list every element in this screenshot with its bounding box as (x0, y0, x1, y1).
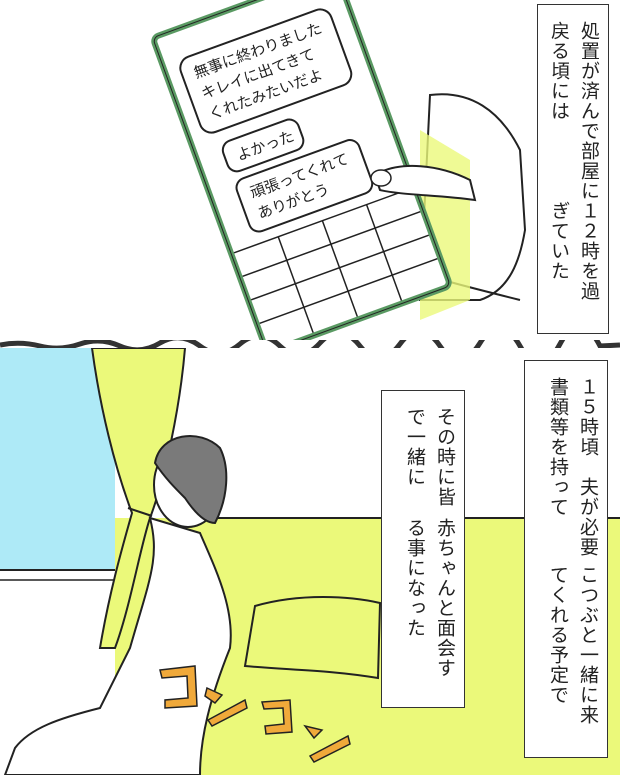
phone-illustration: 無事に終わりました キレイに出てきて くれたみたいだよ よかった 頑張ってくれて… (151, 0, 527, 340)
caption-bottom-left-line-2: 赤ちゃんと面会する事になった (404, 518, 456, 679)
caption-bottom-left: その時に皆で一緒に 赤ちゃんと面会する事になった (381, 390, 465, 708)
sound-effect-knock (159, 665, 351, 763)
caption-bottom-right-line-1: １５時頃 夫が必要書類等を持って (547, 377, 599, 557)
caption-bottom-right-line-2: こつぶと一緒に来てくれる予定で (547, 564, 599, 725)
top-panel: 無事に終わりました キレイに出てきて くれたみたいだよ よかった 頑張ってくれて… (0, 0, 620, 340)
panel-divider (0, 340, 620, 350)
caption-bottom-left-line-1: その時に皆で一緒に (404, 407, 456, 507)
caption-bottom-right: １５時頃 夫が必要書類等を持って こつぶと一緒に来てくれる予定で (524, 360, 608, 758)
caption-top-line-1: 処置が済んで部屋に戻る頃には (548, 21, 600, 201)
caption-top-line-2: １２時を過ぎていた (548, 201, 600, 302)
bottom-panel: １５時頃 夫が必要書類等を持って こつぶと一緒に来てくれる予定で その時に皆で一… (0, 348, 620, 775)
caption-top: 処置が済んで部屋に戻る頃には １２時を過ぎていた (537, 4, 609, 334)
